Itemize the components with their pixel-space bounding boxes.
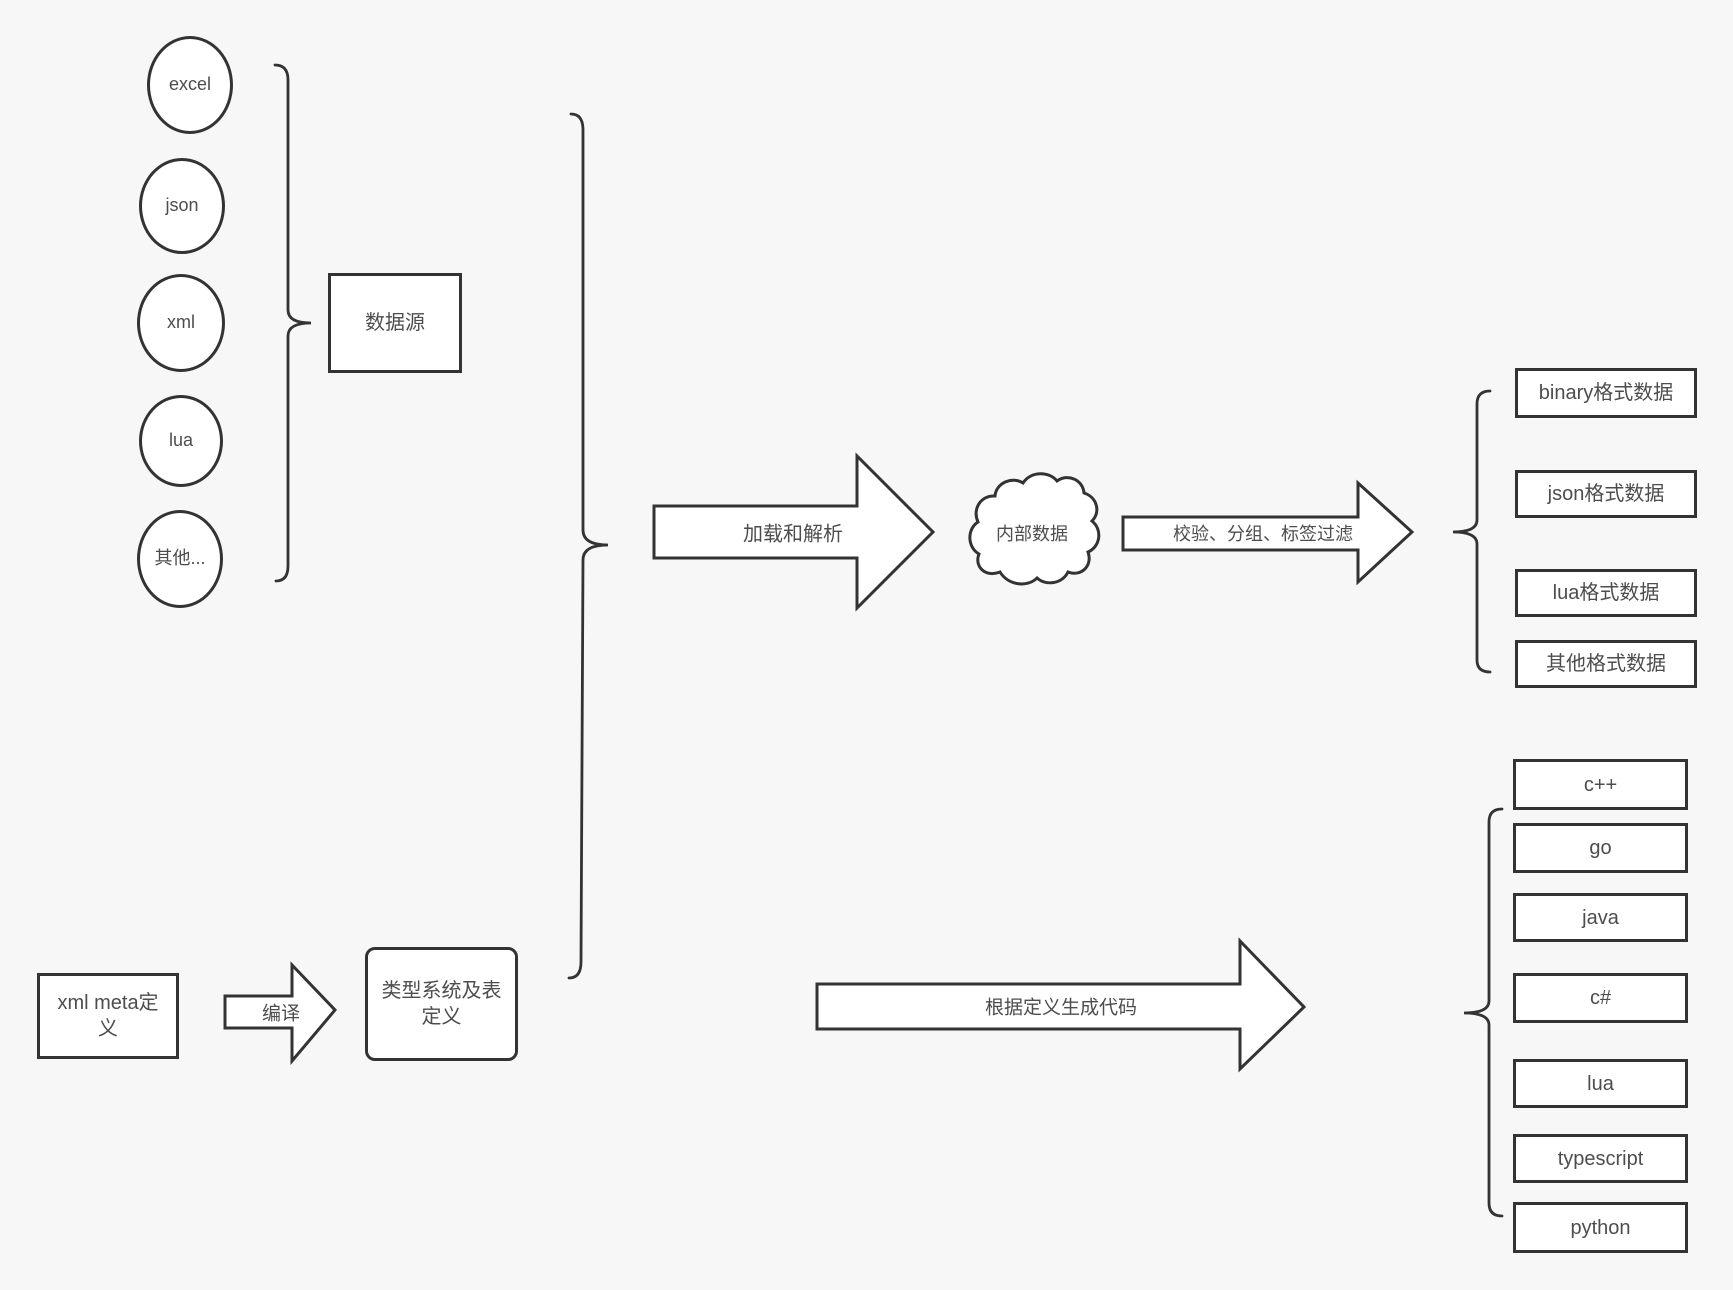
- format-box-other: 其他格式数据: [1515, 640, 1697, 688]
- compile-arrow-label: 编译: [261, 1003, 301, 1025]
- filter-arrow-label: 校验、分组、标签过滤: [1173, 524, 1353, 544]
- language-box-python: python: [1513, 1202, 1688, 1253]
- source-label: json: [165, 195, 199, 216]
- source-label: excel: [168, 74, 212, 95]
- codegen-arrow: [815, 937, 1307, 1073]
- filter-arrow: [1121, 479, 1415, 586]
- compile-arrow: [223, 961, 338, 1066]
- language-label: c++: [1583, 773, 1618, 796]
- format-label: 其他格式数据: [1546, 653, 1666, 675]
- format-label: lua格式数据: [1552, 582, 1660, 604]
- format-box-json: json格式数据: [1515, 470, 1697, 518]
- language-box-go: go: [1513, 823, 1688, 873]
- language-box-lua: lua: [1513, 1059, 1688, 1108]
- source-node-excel: excel: [147, 36, 233, 134]
- data-source-box: 数据源: [328, 273, 462, 373]
- language-label: python: [1570, 1216, 1631, 1239]
- type-system-box: 类型系统及表定义: [365, 947, 518, 1061]
- pipeline-input-brace: [567, 112, 609, 980]
- sources-brace: [273, 63, 312, 583]
- language-label: java: [1582, 906, 1619, 929]
- internal-data-cloud: [968, 472, 1101, 586]
- source-node-lua: lua: [139, 395, 223, 487]
- load-parse-arrow: [652, 452, 936, 612]
- codegen-arrow-label: 根据定义生成代码: [984, 997, 1138, 1019]
- format-outputs-brace: [1452, 389, 1492, 674]
- xml-meta-label: xml meta定义: [57, 992, 159, 1040]
- language-box-java: java: [1513, 893, 1688, 942]
- language-label: c#: [1589, 987, 1612, 1009]
- language-box-typescript: typescript: [1513, 1134, 1688, 1183]
- language-label: go: [1589, 837, 1612, 859]
- data-source-label: 数据源: [365, 312, 425, 334]
- format-label: json格式数据: [1547, 483, 1665, 505]
- source-label: lua: [168, 430, 194, 451]
- source-label: xml: [167, 312, 195, 333]
- language-label: lua: [1587, 1072, 1614, 1095]
- type-system-label: 类型系统及表定义: [381, 980, 502, 1028]
- source-node-other: 其他...: [137, 510, 223, 608]
- language-box-cpp: c++: [1513, 759, 1688, 810]
- internal-data-cloud-label: 内部数据: [996, 524, 1068, 544]
- format-box-binary: binary格式数据: [1515, 368, 1697, 418]
- format-box-lua: lua格式数据: [1515, 569, 1697, 617]
- languages-brace: [1463, 807, 1504, 1218]
- source-node-xml: xml: [137, 274, 225, 372]
- load-parse-arrow-label: 加载和解析: [743, 523, 843, 546]
- source-label: 其他...: [154, 548, 206, 569]
- format-label: binary格式数据: [1538, 382, 1674, 404]
- language-label: typescript: [1557, 1147, 1644, 1170]
- xml-meta-box: xml meta定义: [37, 973, 179, 1059]
- source-node-json: json: [139, 158, 225, 254]
- language-box-csharp: c#: [1513, 973, 1688, 1023]
